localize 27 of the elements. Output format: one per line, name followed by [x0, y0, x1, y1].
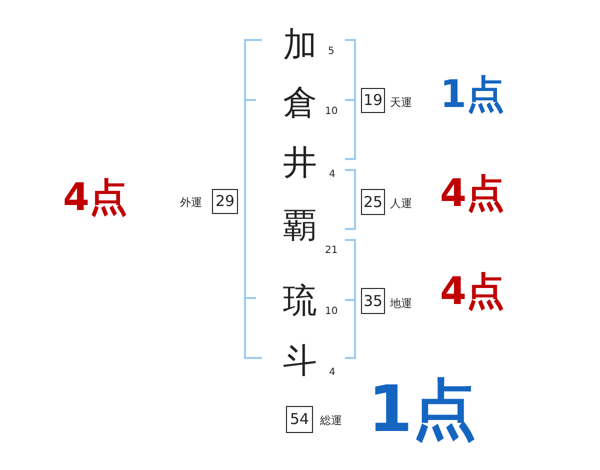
score-text: 4点 — [63, 178, 128, 216]
name-character: 覇 — [283, 209, 317, 243]
stroke-count: 10 — [325, 107, 338, 117]
name-character: 斗 — [283, 344, 317, 378]
number-box: 25 — [361, 189, 385, 215]
fortune-name: 総運 — [320, 415, 342, 426]
stroke-count: 5 — [328, 47, 334, 57]
stroke-count: 4 — [329, 170, 336, 180]
name-character: 倉 — [283, 86, 317, 120]
fortune-name: 地運 — [390, 298, 412, 309]
fortune-name: 人運 — [390, 198, 412, 209]
name-character: 井 — [283, 146, 317, 180]
name-character: 加 — [283, 28, 317, 62]
stroke-count: 4 — [329, 368, 336, 378]
score-text: 4点 — [440, 174, 504, 212]
score-text: 4点 — [440, 272, 504, 310]
fortune-name: 外運 — [180, 197, 202, 208]
number-box: 19 — [361, 88, 385, 113]
score-text: 1点 — [440, 75, 504, 113]
stroke-count: 21 — [325, 246, 338, 256]
stroke-count: 10 — [325, 307, 338, 317]
score-text: 1点 — [368, 378, 477, 442]
name-character: 琉 — [283, 284, 317, 318]
number-box: 35 — [361, 288, 385, 314]
number-box: 29 — [212, 189, 238, 214]
number-box: 54 — [286, 406, 313, 433]
fortune-name: 天運 — [390, 97, 412, 108]
